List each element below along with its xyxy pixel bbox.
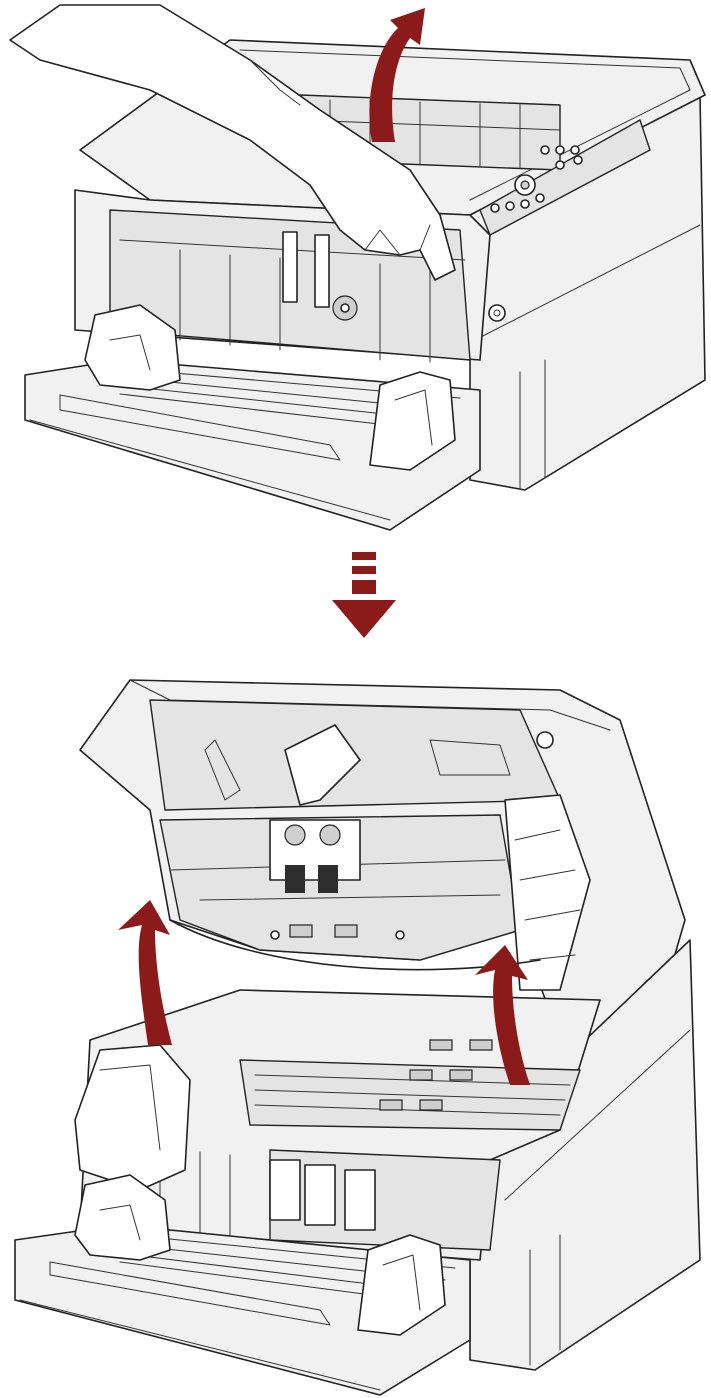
- left-side-guide: [84, 304, 181, 391]
- down-arrow-icon: [332, 552, 396, 638]
- release-knob-icon: [536, 731, 554, 749]
- scanner-closed: [9, 4, 706, 531]
- power-icon: [488, 304, 506, 322]
- scanner-open: [14, 679, 701, 1396]
- left-side-guide: [74, 1174, 171, 1261]
- hand: [9, 4, 456, 281]
- right-side-guide: [369, 371, 456, 471]
- curved-up-arrow-icon: [475, 945, 530, 1085]
- curved-up-arrow-icon: [369, 8, 425, 142]
- brake-roller: [284, 824, 306, 846]
- brake-roller: [319, 824, 341, 846]
- curved-up-arrow-icon: [118, 900, 172, 1045]
- right-side-guide: [357, 1234, 446, 1336]
- panel-buttons: [490, 145, 583, 213]
